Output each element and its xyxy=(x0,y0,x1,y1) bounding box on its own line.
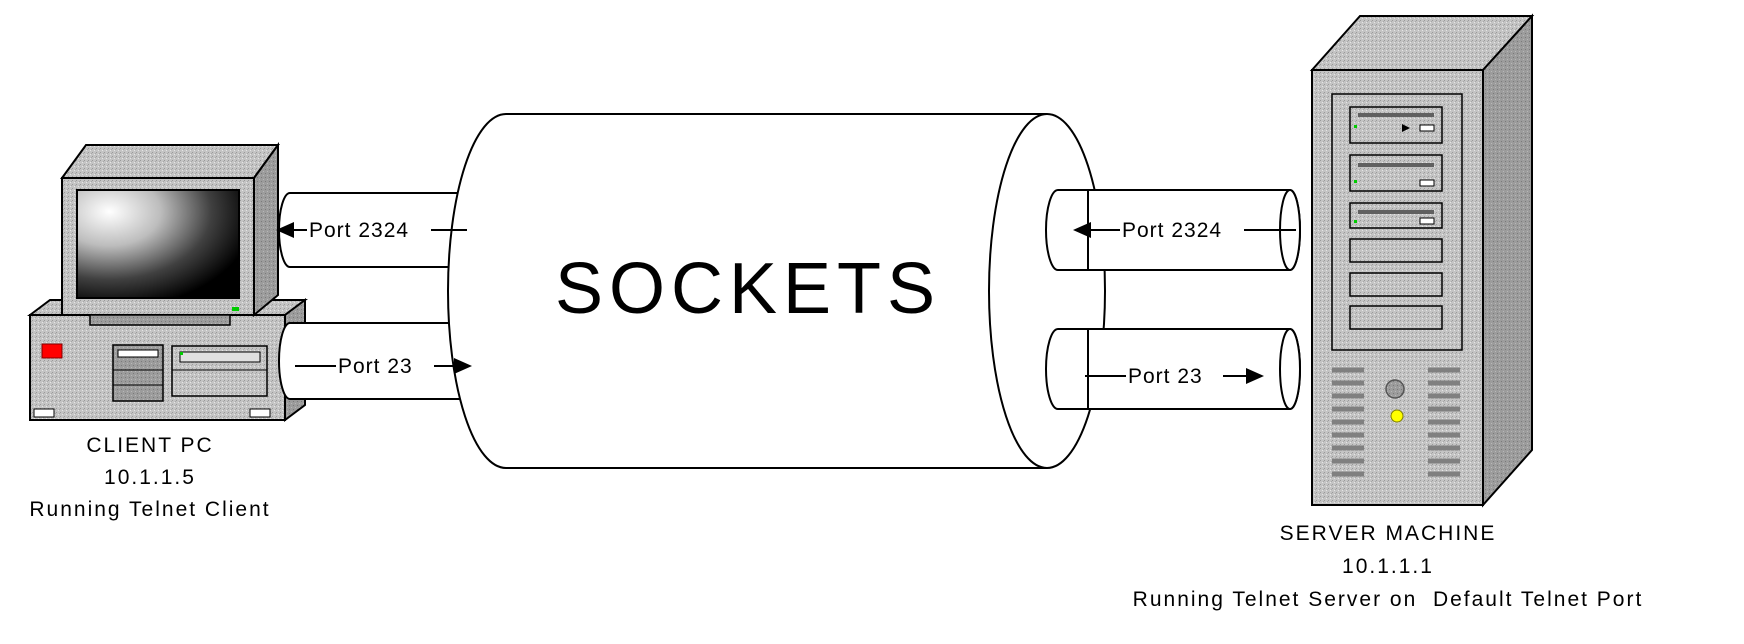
server-tower-icon xyxy=(1309,13,1535,508)
client-port-tube-top xyxy=(278,192,466,268)
client-ip: 10.1.1.5 xyxy=(104,466,196,489)
arrow-left-icon xyxy=(276,222,294,238)
server-port-2324-arrow xyxy=(1073,222,1296,238)
center-label: SOCKETS xyxy=(555,249,941,329)
client-port-2324-label: Port 2324 xyxy=(309,219,409,242)
client-port-23-arrow xyxy=(295,358,472,374)
arrow-right-icon xyxy=(1246,368,1264,384)
server-caption: SERVER MACHINE 10.1.1.1 Running Telnet S… xyxy=(1133,522,1644,611)
server-ip: 10.1.1.1 xyxy=(1342,555,1434,578)
server-name: SERVER MACHINE xyxy=(1280,522,1497,545)
server-role: Running Telnet Server on Default Telnet … xyxy=(1133,588,1644,611)
client-port-2324-arrow xyxy=(276,222,467,238)
server-port-23-arrow xyxy=(1085,368,1264,384)
client-pc-icon xyxy=(27,141,308,422)
client-port-23-label: Port 23 xyxy=(338,355,413,378)
arrow-right-icon xyxy=(454,358,472,374)
client-name: CLIENT PC xyxy=(86,434,213,457)
server-port-2324-label: Port 2324 xyxy=(1122,219,1222,242)
client-caption: CLIENT PC 10.1.1.5 Running Telnet Client xyxy=(29,434,270,521)
server-port-tube-bottom xyxy=(1045,328,1301,410)
server-port-23-label: Port 23 xyxy=(1128,365,1203,388)
client-port-tube-bottom xyxy=(278,322,466,400)
server-port-tube-top xyxy=(1045,189,1301,271)
arrow-left-icon xyxy=(1073,222,1091,238)
client-role: Running Telnet Client xyxy=(29,498,270,521)
